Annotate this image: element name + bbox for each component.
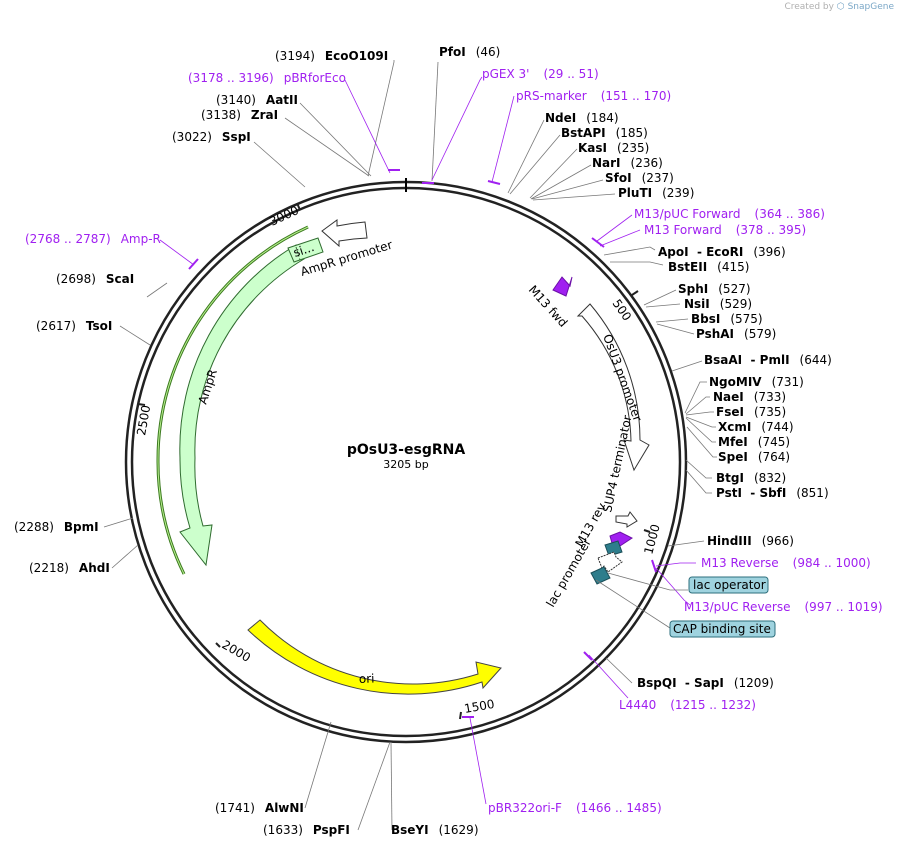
site-ndei: NdeI(184) xyxy=(545,111,619,125)
site-pluti: PluTI(239) xyxy=(618,186,694,200)
site-bsaai-pmli: BsaAI - PmlI(644) xyxy=(704,353,832,367)
sup4-terminator-arrow[interactable] xyxy=(615,511,638,528)
tick-2500-mark xyxy=(137,403,146,406)
tick-1000-mark xyxy=(643,529,651,533)
ampr-orf-highlight xyxy=(157,226,309,575)
primer-pgex3: pGEX 3'(29 .. 51) xyxy=(482,67,599,81)
site-btgi: BtgI(832) xyxy=(716,471,786,485)
site-pshai: PshAI(579) xyxy=(696,327,776,341)
site-mfei: MfeI(745) xyxy=(718,435,790,449)
site-tsoi: (2617)TsoI xyxy=(36,319,112,333)
tick-3000: 3000 xyxy=(267,203,301,229)
site-scai: (2698)ScaI xyxy=(56,272,134,286)
signal-box[interactable] xyxy=(287,237,324,263)
ampr-arrow[interactable] xyxy=(179,244,305,567)
osu3-promoter-label: OsU3 promoter xyxy=(600,332,645,423)
primer-m13-forward: M13 Forward(378 .. 395) xyxy=(644,223,806,237)
site-fsei: FseI(735) xyxy=(716,405,786,419)
site-nsii: NsiI(529) xyxy=(684,297,752,311)
site-bseyi: BseYI(1629) xyxy=(391,823,479,837)
snapgene-logo-icon: ⬡ xyxy=(836,2,845,12)
osu3-promoter-arrow[interactable] xyxy=(576,303,650,472)
tick-3000-mark xyxy=(296,202,301,211)
site-pfoi: PfoI(46) xyxy=(439,45,500,59)
plasmid-size: 3205 bp xyxy=(383,458,428,471)
primer-prs-marker: pRS-marker(151 .. 170) xyxy=(516,89,671,103)
site-apoi-ecori: ApoI - EcoRI(396) xyxy=(658,245,786,259)
site-bsteii: BstEII(415) xyxy=(668,260,749,274)
site-leaders xyxy=(103,60,717,831)
site-labels: (3194)EcoO109I PfoI(46) (3140)AatII (313… xyxy=(14,45,832,837)
primer-m13-puc-forward: M13/pUC Forward(364 .. 386) xyxy=(634,207,825,221)
site-kasi: KasI(235) xyxy=(578,141,649,155)
primer-pbr322ori-f: pBR322ori-F(1466 .. 1485) xyxy=(488,801,662,815)
primer-amp-r: (2768 .. 2787)Amp-R xyxy=(25,232,161,246)
ampr-promoter-arrow[interactable] xyxy=(321,219,368,248)
site-hindiii: HindIII(966) xyxy=(707,534,794,548)
primer-pbrforeco: (3178 .. 3196)pBRforEco xyxy=(188,71,346,85)
primer-leaders xyxy=(159,76,696,805)
credit-line: Created by ⬡ SnapGene xyxy=(784,2,894,12)
site-aatii: (3140)AatII xyxy=(216,93,298,107)
cap-site-callout[interactable]: CAP binding site xyxy=(669,620,776,638)
lac-operator-callout[interactable]: lac operator xyxy=(688,576,769,594)
lac-promoter-label: lac promoter xyxy=(543,536,594,610)
site-bstapi: BstAPI(185) xyxy=(561,126,648,140)
tick-2000-mark xyxy=(215,642,221,648)
lac-operator-label: lac operator xyxy=(693,578,766,592)
tick-1500: 1500 xyxy=(463,697,496,716)
primer-m13-reverse: M13 Reverse(984 .. 1000) xyxy=(701,556,871,570)
tick-1000: 1000 xyxy=(641,523,662,556)
lac-operator-box[interactable] xyxy=(604,540,623,557)
ori-label: ori xyxy=(359,671,375,686)
site-pspfi: (1633)PspFI xyxy=(263,823,350,837)
site-spei: SpeI(764) xyxy=(718,450,790,464)
site-bspqi-sapi: BspQI - SapI(1209) xyxy=(637,676,774,690)
site-bbsi: BbsI(575) xyxy=(691,312,763,326)
tick-500-mark xyxy=(631,290,639,296)
site-ngomiv: NgoMIV(731) xyxy=(709,375,804,389)
site-naei: NaeI(733) xyxy=(713,390,786,404)
site-sspi: (3022)SspI xyxy=(172,130,251,144)
primer-labels: (3178 .. 3196)pBRforEco pGEX 3'(29 .. 51… xyxy=(25,67,883,815)
primer-l4440: L4440(1215 .. 1232) xyxy=(619,698,756,712)
cap-site-label: CAP binding site xyxy=(673,622,771,636)
site-bpmi: (2288)BpmI xyxy=(14,520,99,534)
credit-text: Created by xyxy=(784,2,834,12)
cap-site-box[interactable] xyxy=(590,566,611,585)
tick-2000: 2000 xyxy=(220,637,253,664)
site-xcmi: XcmI(744) xyxy=(718,420,794,434)
plasmid-name: pOsU3-esgRNA xyxy=(347,442,466,458)
tick-2500: 2500 xyxy=(134,404,153,437)
site-sphi: SphI(527) xyxy=(678,282,751,296)
site-alwni: (1741)AlwNI xyxy=(215,801,304,815)
site-psti-sbfi: PstI - SbfI(851) xyxy=(716,486,829,500)
signal-label: si... xyxy=(292,240,316,260)
site-ahdi: (2218)AhdI xyxy=(29,561,110,575)
site-sfoi: SfoI(237) xyxy=(605,171,674,185)
sup4-terminator-label: SUP4 terminator xyxy=(600,414,634,514)
site-nari: NarI(236) xyxy=(592,156,663,170)
tick-500: 500 xyxy=(610,297,635,324)
tick-1500-mark xyxy=(459,711,462,720)
primer-m13-puc-reverse: M13/pUC Reverse(997 .. 1019) xyxy=(684,600,883,614)
site-ecoo109i: (3194)EcoO109I xyxy=(275,49,388,63)
ori-arrow[interactable] xyxy=(247,619,502,695)
credit-brand: SnapGene xyxy=(847,2,894,12)
site-zrai: (3138)ZraI xyxy=(201,108,278,122)
m13-fwd-arrow[interactable] xyxy=(552,276,573,297)
